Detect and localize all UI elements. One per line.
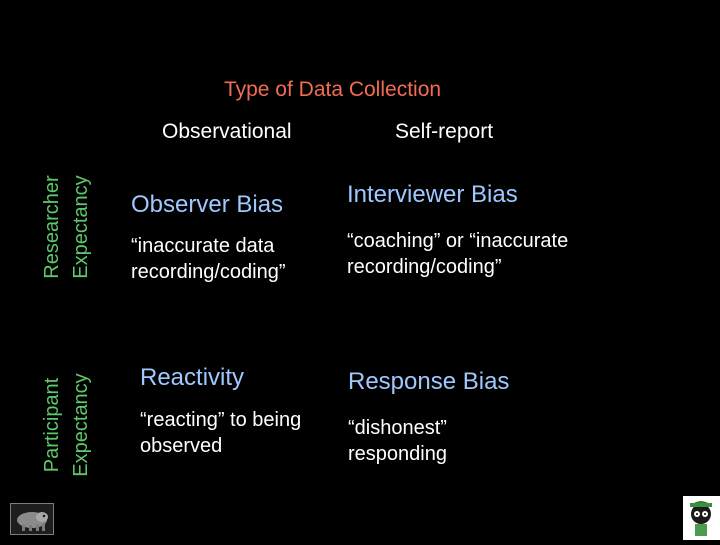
slide-title: Type of Data Collection	[223, 78, 442, 101]
row-heading-participant-text: Participant Expectancy	[41, 373, 92, 477]
cartoon-character-icon	[683, 496, 720, 540]
column-heading-self-report: Self-report	[395, 120, 494, 143]
row-heading-researcher-expectancy: Researcher Expectancy	[38, 127, 98, 327]
hippo-icon	[10, 503, 54, 535]
interviewer-bias-description: “coaching” or “inaccurate recording/codi…	[347, 230, 569, 278]
observer-bias-description: “inaccurate data recording/coding”	[131, 235, 286, 283]
row-heading-researcher-text: Researcher Expectancy	[41, 175, 92, 279]
row-heading-participant-expectancy: Participant Expectancy	[38, 325, 98, 525]
column-heading-observational: Observational	[162, 120, 292, 143]
interviewer-bias-heading: Interviewer Bias	[347, 181, 518, 208]
response-bias-description: “dishonest” responding	[348, 417, 447, 465]
reactivity-description: “reacting” to being observed	[140, 409, 302, 457]
reactivity-heading: Reactivity	[140, 364, 245, 391]
response-bias-heading: Response Bias	[348, 368, 510, 395]
observer-bias-heading: Observer Bias	[131, 191, 284, 218]
